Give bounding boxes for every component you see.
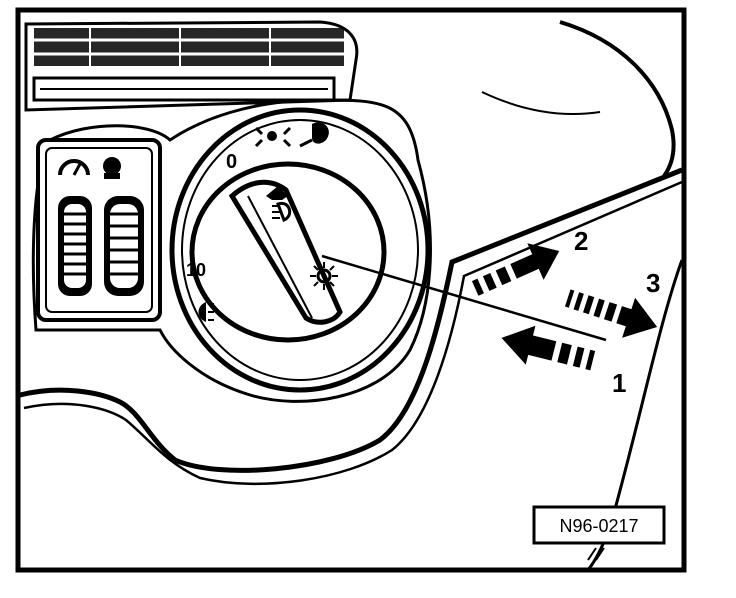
panel-break-mark [587,547,605,561]
parking-light-icon [254,126,292,148]
switch-position-10: 10 [186,260,206,280]
callout-1: 1 [612,368,626,398]
headlight-range-control [36,138,162,322]
dashboard-upper-curve [559,20,676,178]
switch-position-0: 0 [226,151,237,173]
dashboard-panel-outline [19,167,683,473]
sun-light-icon [310,262,338,290]
fog-light-icon [272,201,292,222]
dashboard-lower-edge [586,259,684,571]
thumbwheel-left[interactable] [58,196,92,296]
control-module-surround [31,98,432,403]
headlight-icon [299,122,329,148]
dashboard-vent [24,20,359,112]
dashboard-panel-inner-edge [23,180,683,486]
pull-knob-icon [103,157,121,179]
gauge-icon [58,159,90,176]
callout-leader-line [321,254,607,342]
headlight-rotary-switch[interactable]: 0 10 [169,107,431,393]
arrow-push-in [501,325,596,371]
arrow-pull-further [564,289,658,338]
callout-3: 3 [646,268,660,298]
thumbwheel-right[interactable] [104,196,144,296]
arrow-pull-out [471,243,560,296]
figure-reference-code: N96-0217 [559,516,638,536]
rear-fog-light-icon [198,302,214,322]
callout-2: 2 [574,226,588,256]
knob-pointer-icon [266,186,288,200]
figure-reference-box: N96-0217 [532,505,666,545]
dashboard-vent-shade [481,91,601,115]
